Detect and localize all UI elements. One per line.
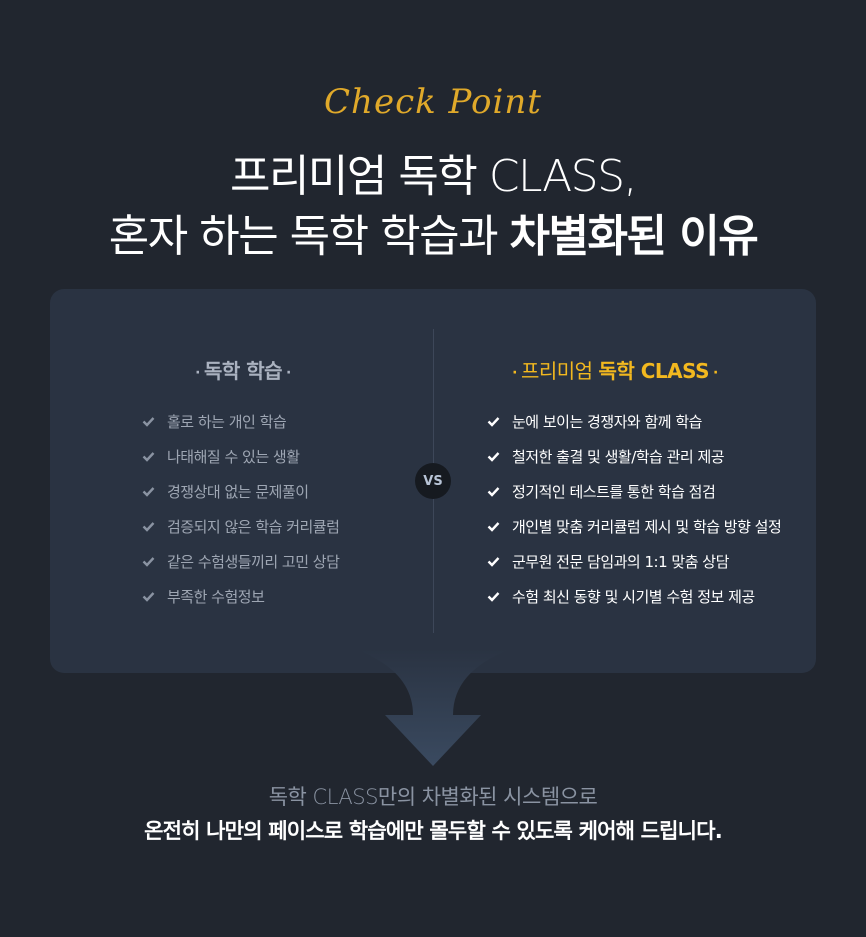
list-item: 눈에 보이는 경쟁자와 함께 학습 bbox=[487, 404, 781, 439]
right-column-title: ·프리미엄 독학 CLASS· bbox=[512, 359, 718, 383]
headline-line2: 혼자 하는 독학 학습과 차별화된 이유 bbox=[0, 200, 866, 264]
check-icon bbox=[487, 555, 500, 568]
list-item: 수험 최신 동향 및 시기별 수험 정보 제공 bbox=[487, 579, 781, 614]
check-icon bbox=[487, 485, 500, 498]
right-item-list: 눈에 보이는 경쟁자와 함께 학습 철저한 출결 및 생활/학습 관리 제공 정… bbox=[487, 404, 782, 614]
headline-line1: 프리미엄 독학 CLASS, bbox=[229, 151, 638, 202]
right-title-bold: 독학 CLASS bbox=[598, 359, 710, 383]
list-item: 검증되지 않은 학습 커리큘럼 bbox=[142, 509, 340, 544]
footer-line2: 온전히 나만의 페이스로 학습에만 몰두할 수 있도록 케어해 드립니다. bbox=[144, 819, 723, 843]
list-item: 철저한 출결 및 생활/학습 관리 제공 bbox=[487, 439, 781, 474]
check-point-script: Check Point bbox=[0, 82, 866, 132]
list-item: 군무원 전문 담임과의 1:1 맞춤 상담 bbox=[487, 544, 781, 579]
check-icon bbox=[487, 520, 500, 533]
list-item: 개인별 맞춤 커리큘럼 제시 및 학습 방향 설정 bbox=[487, 509, 782, 544]
list-item: 정기적인 테스트를 통한 학습 점검 bbox=[487, 474, 781, 509]
headline-line2-plain: 혼자 하는 독학 학습과 bbox=[108, 211, 510, 262]
list-item: 경쟁상대 없는 문제풀이 bbox=[142, 474, 339, 509]
arrow-down-icon bbox=[355, 649, 511, 766]
list-item: 같은 수험생들끼리 고민 상담 bbox=[142, 544, 340, 579]
check-icon bbox=[142, 555, 155, 568]
check-icon bbox=[487, 590, 500, 603]
footer-line1: 독학 CLASS만의 차별화된 시스템으로 bbox=[268, 785, 598, 809]
headline-line2-bold: 차별화된 이유 bbox=[509, 211, 759, 262]
left-title-text: 독학 학습 bbox=[203, 359, 283, 383]
check-icon bbox=[487, 415, 500, 428]
right-title-plain: 프리미엄 bbox=[520, 359, 599, 383]
left-column-title: ·독학 학습· bbox=[195, 359, 291, 383]
check-icon bbox=[142, 520, 155, 533]
vs-badge: VS bbox=[415, 463, 451, 499]
check-icon bbox=[142, 450, 155, 463]
check-point-text: Check Point bbox=[324, 82, 542, 122]
check-icon bbox=[142, 485, 155, 498]
list-item: 나태해질 수 있는 생활 bbox=[142, 439, 339, 474]
list-item: 부족한 수험정보 bbox=[142, 579, 339, 614]
left-item-list: 홀로 하는 개인 학습 나태해질 수 있는 생활 경쟁상대 없는 문제풀이 검증… bbox=[142, 404, 340, 614]
check-icon bbox=[142, 590, 155, 603]
check-icon bbox=[142, 415, 155, 428]
check-icon bbox=[487, 450, 500, 463]
comparison-panel: ·독학 학습· ·프리미엄 독학 CLASS· 홀로 하는 개인 학습 나태해질… bbox=[50, 289, 816, 673]
list-item: 홀로 하는 개인 학습 bbox=[142, 404, 339, 439]
